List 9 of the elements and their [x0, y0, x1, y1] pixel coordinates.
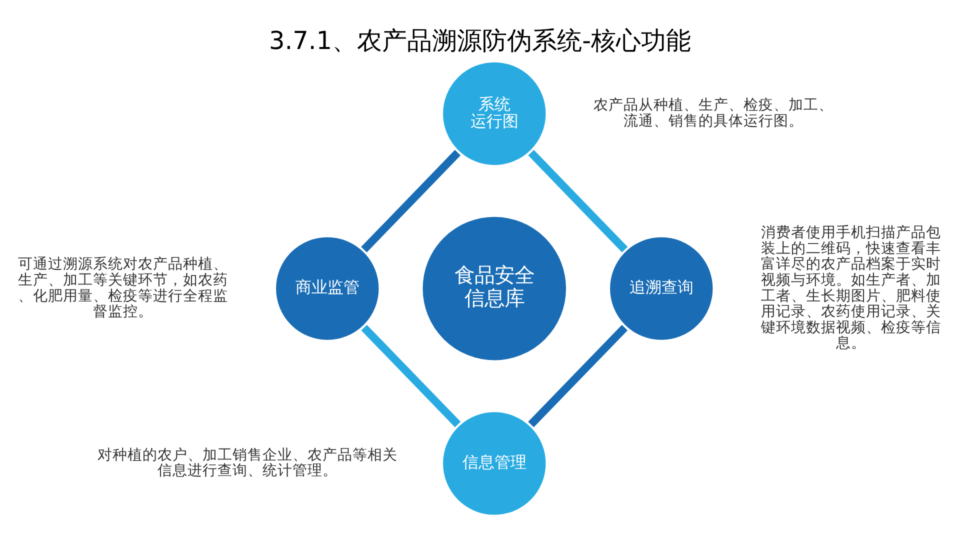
- connector: [528, 324, 628, 427]
- diagram-title: 3.7.1、农产品溯源防伪系统-核心功能: [268, 25, 692, 54]
- node-label: 农产品从种植、生产、检疫、加工、流通、销售的具体运行图。: [593, 96, 834, 129]
- node-label: 对种植的农户、加工销售企业、农产品等相关信息进行查询、统计管理。: [97, 446, 398, 479]
- connector: [528, 149, 628, 252]
- node-label: 消费者使用手机扫描产品包装上的二维码，快速查看丰富详尽的农产品档案于实时视频与环境。如生产者、加工者、生长期图片、肥料使用记录、农药使用记录、关键环境数据视频、检疫等信息。: [760, 224, 941, 352]
- connector: [361, 324, 461, 427]
- connector: [361, 149, 461, 252]
- node-label: 可通过溯源系统对农产品种植、生产、加工等关键环节，如农药、化肥用量、检疫等进行全程监督监控。: [18, 255, 228, 320]
